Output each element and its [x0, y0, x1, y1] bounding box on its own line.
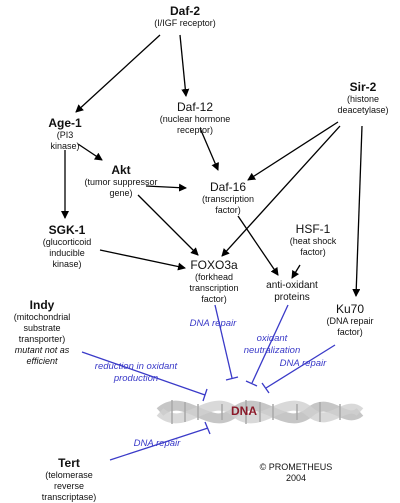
edge-daf2-daf12 [179, 34, 190, 97]
edge-daf12-daf16 [199, 127, 219, 171]
edge-sir2-daf16 [247, 121, 339, 181]
node-akt-name: Akt [111, 163, 131, 177]
node-daf2: Daf-2 (I/IGF receptor) [130, 4, 240, 29]
node-indy: Indy (mitochondrial substrate transporte… [4, 298, 80, 367]
label-oxidant-neutralization: oxidant neutralization [232, 333, 312, 357]
edge-antioxidant-dna [251, 304, 289, 384]
node-age1-name: Age-1 [48, 116, 82, 130]
node-ku70-desc-1: (DNA repair [326, 316, 374, 326]
copyright-line-1: © PROMETHEUS [259, 462, 333, 472]
node-akt-desc-1: (tumor suppressor [84, 177, 158, 187]
node-hsf1-desc-2: factor) [300, 247, 326, 257]
node-hsf1-desc-1: (heat shock [289, 236, 337, 246]
inhibit-bar-ku70 [261, 382, 270, 394]
node-daf12-desc-1: (nuclear hormone [159, 114, 231, 124]
node-hsf1-name: HSF-1 [295, 222, 331, 236]
node-sir2: Sir-2 (histone deacetylase) [328, 80, 398, 116]
node-antioxidant-name-2: proteins [274, 292, 310, 303]
node-daf2-desc: (I/IGF receptor) [154, 18, 216, 28]
node-indy-desc-1: (mitochondrial [13, 312, 71, 322]
label-oxidant-neutralization-1: oxidant [256, 333, 288, 344]
node-indy-note-1: mutant not as [14, 345, 70, 355]
node-sgk1-desc-3: kinase) [52, 259, 82, 269]
inhibit-bar-antioxidant [245, 380, 258, 387]
node-antioxidant: anti-oxidant proteins [252, 280, 332, 304]
label-dna-repair-foxo: DNA repair [189, 318, 237, 329]
node-sir2-desc-2: deacetylase) [337, 105, 389, 115]
label-dna-repair-ku70: DNA repair [279, 358, 327, 369]
node-indy-desc-2: substrate [23, 323, 61, 333]
edge-ku70-dna [265, 344, 336, 389]
node-daf16: Daf-16 (transcription factor) [188, 180, 268, 216]
node-tert-desc-1: (telomerase [45, 470, 93, 480]
node-age1-desc-1: (PI3 [56, 130, 74, 140]
edge-daf2-age1 [75, 34, 161, 113]
node-daf12-name: Daf-12 [176, 100, 214, 114]
node-sir2-name: Sir-2 [349, 80, 377, 94]
edge-tert-dna [109, 427, 209, 461]
node-foxo3a-name: FOXO3a [190, 258, 238, 272]
node-daf2-name: Daf-2 [169, 4, 200, 18]
edge-akt-daf16 [145, 183, 187, 192]
edge-sgk1-foxo3a [99, 249, 186, 271]
node-daf16-desc-2: factor) [215, 205, 241, 215]
node-dna-label: DNA [231, 404, 257, 418]
node-akt-desc-2: gene) [109, 188, 133, 198]
edge-indy-dna [81, 351, 206, 396]
node-sgk1-desc-1: (glucorticoid [42, 237, 92, 247]
inhibit-bar-tert [204, 421, 211, 435]
node-foxo3a-desc-2: transcription [189, 283, 239, 293]
edge-foxo3a-dna [214, 304, 233, 379]
node-sir2-desc-1: (histone [346, 94, 380, 104]
edge-age1-akt [77, 143, 103, 161]
node-foxo3a: FOXO3a (forkhead transcription factor) [176, 258, 252, 305]
node-sgk1: SGK-1 (glucorticoid inducible kinase) [30, 223, 104, 270]
edge-daf16-antioxidant [237, 215, 279, 276]
node-foxo3a-desc-3: factor) [201, 294, 227, 304]
node-tert: Tert (telomerase reverse transcriptase) [26, 456, 112, 503]
node-indy-note-2: efficient [26, 356, 58, 366]
node-daf12-desc-2: receptor) [176, 125, 213, 135]
edge-hsf1-antioxidant [291, 264, 301, 279]
node-ku70-desc-2: factor) [337, 327, 363, 337]
node-akt: Akt (tumor suppressor gene) [74, 163, 168, 199]
node-tert-desc-2: reverse [53, 481, 84, 491]
label-reduction-oxidant-2: production [113, 373, 159, 384]
node-tert-name: Tert [58, 456, 80, 470]
node-antioxidant-name-1: anti-oxidant [266, 280, 318, 291]
node-daf16-desc-1: (transcription [201, 194, 255, 204]
copyright-line-2: 2004 [285, 473, 307, 483]
edge-akt-foxo3a [137, 194, 199, 256]
copyright: © PROMETHEUS 2004 [248, 462, 344, 484]
node-age1-desc-2: kinase) [50, 141, 80, 151]
dna-helix-graphic [156, 400, 364, 424]
node-foxo3a-desc-1: (forkhead [194, 272, 234, 282]
node-tert-desc-3: transcriptase) [41, 492, 97, 502]
edge-sir2-foxo3a [221, 125, 341, 257]
node-hsf1: HSF-1 (heat shock factor) [278, 222, 348, 258]
label-oxidant-neutralization-2: neutralization [243, 345, 301, 356]
node-indy-name: Indy [29, 298, 55, 312]
node-sgk1-name: SGK-1 [48, 223, 86, 237]
node-daf12: Daf-12 (nuclear hormone receptor) [140, 100, 250, 136]
node-ku70-name: Ku70 [335, 302, 365, 316]
node-indy-desc-3: transporter) [18, 334, 66, 344]
node-sgk1-desc-2: inducible [49, 248, 85, 258]
node-age1: Age-1 (PI3 kinase) [30, 116, 100, 152]
edge-sir2-ku70 [352, 125, 363, 297]
inhibit-bar-foxo3a [225, 376, 239, 381]
node-daf16-name: Daf-16 [209, 180, 247, 194]
inhibit-bar-indy [202, 388, 208, 402]
label-reduction-oxidant-1: reduction in oxidant [94, 361, 178, 372]
node-ku70: Ku70 (DNA repair factor) [310, 302, 390, 338]
label-dna-repair-tert: DNA repair [133, 438, 181, 449]
label-reduction-oxidant: reduction in oxidant production [86, 361, 186, 385]
